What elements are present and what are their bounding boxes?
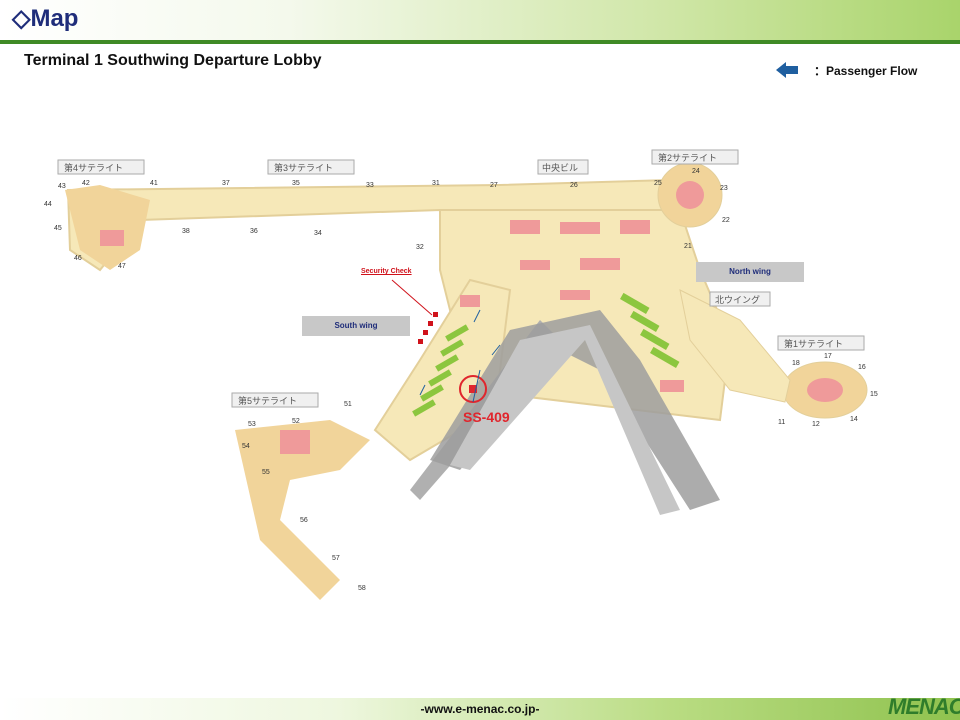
page-title: ◇Map [12,5,79,32]
gate-26: 26 [570,182,578,189]
south-wing-label: South wing [302,316,410,336]
gate-54: 54 [242,443,250,450]
gate-14: 14 [850,416,858,423]
gate-57: 57 [332,555,340,562]
north-wing-jp-label: 北ウイング [715,294,760,305]
location-label: SS-409 [463,409,510,425]
gate-24: 24 [692,168,700,175]
terminal-map: 第4サテライト 第3サテライト 中央ビル 第2サテライト 北ウイング 第1サテラ… [44,149,878,600]
gate-51: 51 [344,401,352,408]
satellite-label-1: 第1サテライト [784,338,843,349]
gate-31: 31 [432,180,440,187]
gate-44: 44 [44,201,52,208]
satellite-label-4: 第4サテライト [64,162,123,173]
gate-43: 43 [58,183,66,190]
gate-32: 32 [416,244,424,251]
satellite-label-5: 第5サテライト [238,395,297,406]
gate-35: 35 [292,180,300,187]
gate-53: 53 [248,421,256,428]
legend-arrow [776,62,798,78]
gate-11: 11 [778,419,785,426]
central-building-label: 中央ビル [542,162,578,173]
satellite-label-3: 第3サテライト [274,162,333,173]
page-subtitle: Terminal 1 Southwing Departure Lobby [24,52,322,69]
menac-logo: MENAC [888,694,960,719]
gate-27: 27 [490,182,498,189]
gate-15: 15 [870,391,878,398]
gate-55: 55 [262,469,270,476]
gate-46: 46 [74,255,82,262]
gate-41: 41 [150,180,158,187]
gate-16: 16 [858,364,866,371]
legend-text: ：Passenger Flow [814,64,918,78]
gate-52: 52 [292,418,300,425]
gate-56: 56 [300,517,308,524]
gate-34: 34 [314,230,322,237]
security-check-label: Security Check [361,268,412,275]
gate-47: 47 [118,263,126,270]
north-wing-label: North wing [696,262,804,282]
footer-url: -www.e-menac.co.jp- [420,702,540,716]
gate-45: 45 [54,225,62,232]
gate-58: 58 [358,585,366,592]
gate-36: 36 [250,228,258,235]
gate-21: 21 [684,243,692,250]
gate-12: 12 [812,421,820,428]
gate-33: 33 [366,182,374,189]
gate-22: 22 [722,217,730,224]
header-band [0,0,960,40]
gate-42: 42 [82,180,90,187]
footer-band [0,698,960,720]
gate-18: 18 [792,360,800,367]
gate-17: 17 [824,353,832,360]
satellite-label-2: 第2サテライト [658,152,717,163]
header-rule [0,40,960,44]
gate-25: 25 [654,180,662,187]
gate-23: 23 [720,185,728,192]
gate-38: 38 [182,228,190,235]
passenger-flow-arrow-icon [776,62,798,78]
gate-37: 37 [222,180,230,187]
